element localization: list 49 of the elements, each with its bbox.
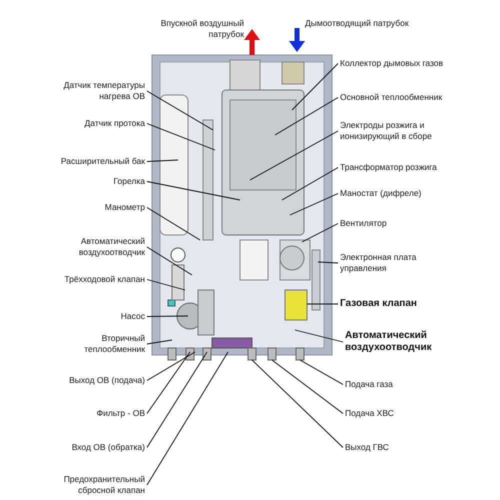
callout-label: Газовая клапан <box>340 298 450 310</box>
callout-label: Автоматический воздухоотводчик <box>345 330 465 354</box>
leader-line <box>252 360 344 448</box>
callout-label: Датчик температуры нагрева ОВ <box>50 80 145 102</box>
leader-line <box>146 352 190 414</box>
leader-line <box>146 352 228 486</box>
leader-line <box>146 123 216 150</box>
leader-line <box>146 246 192 276</box>
callout-label: Расширительный бак <box>35 156 145 167</box>
callout-label: Выход ОВ (подача) <box>45 375 145 386</box>
callout-label: Манометр <box>65 202 145 213</box>
leader-line <box>146 340 172 344</box>
callout-label: Трёхходовой клапан <box>45 274 145 285</box>
callout-label: Вентилятор <box>340 218 420 229</box>
callout-label: Выход ГВС <box>345 442 435 453</box>
leader-line <box>282 167 338 200</box>
leader-line <box>146 352 196 381</box>
callout-label: Электроды розжига и ионизирующий в сборе <box>340 120 465 142</box>
callout-label: Электронная плата управления <box>340 252 450 274</box>
callout-label: Вторичный теплообменник <box>50 333 145 355</box>
callout-label: Коллектор дымовых газов <box>340 58 450 69</box>
leader-line <box>146 181 240 200</box>
leader-line <box>146 316 188 317</box>
callout-label: Датчик протока <box>55 118 145 129</box>
leader-line <box>146 352 208 448</box>
callout-label: Маностат (дифреле) <box>340 188 460 199</box>
callout-label: Подача ХВС <box>345 408 435 419</box>
port-label: Впускной воздушный патрубок <box>160 18 244 40</box>
callout-label: Вход ОВ (обратка) <box>55 442 145 453</box>
callout-label: Предохранительный сбросной клапан <box>45 474 145 496</box>
callout-label: Трансформатор розжига <box>340 162 470 173</box>
leader-line <box>274 97 338 136</box>
leader-line <box>250 130 338 180</box>
leader-line <box>292 63 338 110</box>
callout-label: Автоматический воздухоотводчик <box>45 236 145 258</box>
callout-label: Подача газа <box>345 379 435 390</box>
leader-line <box>290 193 338 216</box>
callout-label: Горелка <box>65 176 145 187</box>
leader-line <box>300 360 344 385</box>
callout-label: Фильтр - ОВ <box>65 408 145 419</box>
leader-line <box>272 360 344 414</box>
leader-line <box>146 207 200 240</box>
leader-line <box>318 262 338 264</box>
leader-line <box>146 90 214 130</box>
leader-line <box>146 160 178 162</box>
port-label: Дымоотводящий патрубок <box>305 18 410 29</box>
callout-label: Основной теплообменник <box>340 92 480 103</box>
leader-line <box>302 223 338 242</box>
callout-label: Насос <box>85 311 145 322</box>
